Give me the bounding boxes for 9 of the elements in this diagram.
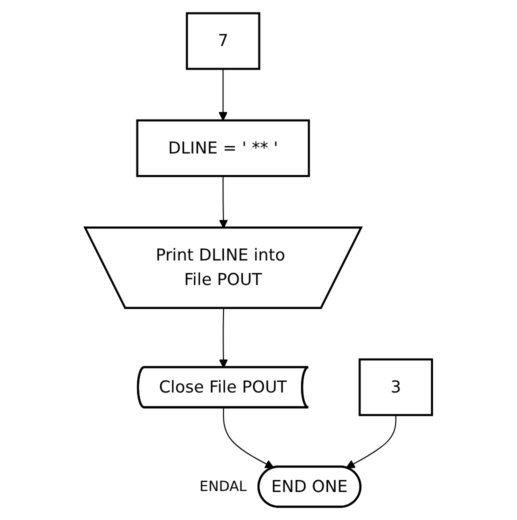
arrow [218,68,228,121]
arrow [346,415,396,468]
arrow [222,408,274,468]
node-box: 7 [186,12,260,70]
arrow [218,308,228,368]
arrow [218,176,228,228]
node-box: DLINE = ' ** ' [136,119,310,178]
node-box: 3 [358,358,434,416]
node-caption: ENDAL [200,478,247,495]
